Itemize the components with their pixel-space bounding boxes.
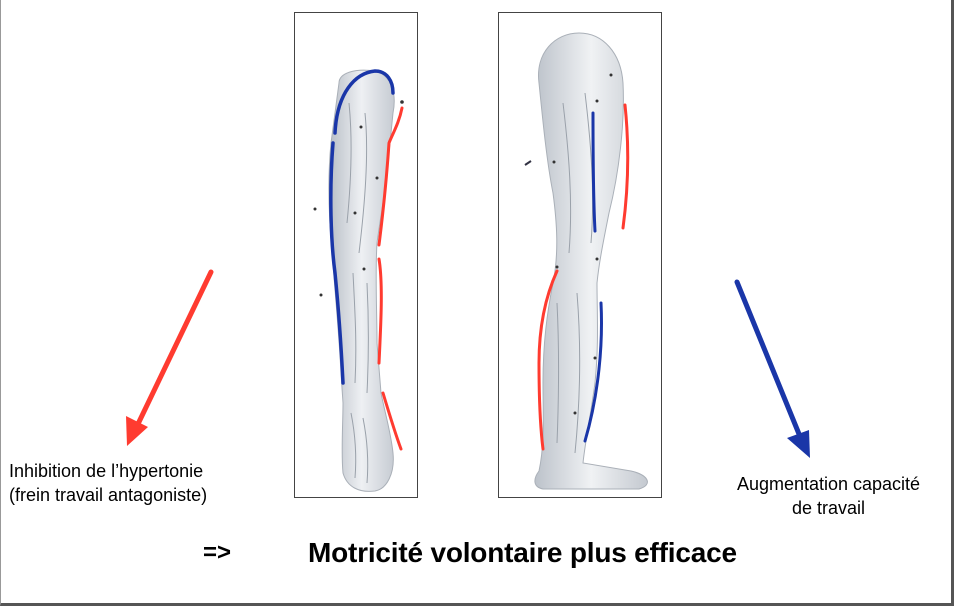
augmentation-label-line2: de travail xyxy=(701,496,956,520)
inhibition-label-line1: Inhibition de l’hypertonie xyxy=(9,459,207,483)
inhibition-label: Inhibition de l’hypertonie (frein travai… xyxy=(9,459,207,507)
blue-arrow-down-right xyxy=(737,282,810,458)
augmentation-label: Augmentation capacité de travail xyxy=(701,472,956,520)
augmentation-label-line1: Augmentation capacité xyxy=(701,472,956,496)
red-arrow-down-left xyxy=(126,272,211,446)
conclusion-text: Motricité volontaire plus efficace xyxy=(308,535,737,571)
inhibition-label-line2: (frein travail antagoniste) xyxy=(9,483,207,507)
implies-arrow-text: => xyxy=(203,538,231,568)
